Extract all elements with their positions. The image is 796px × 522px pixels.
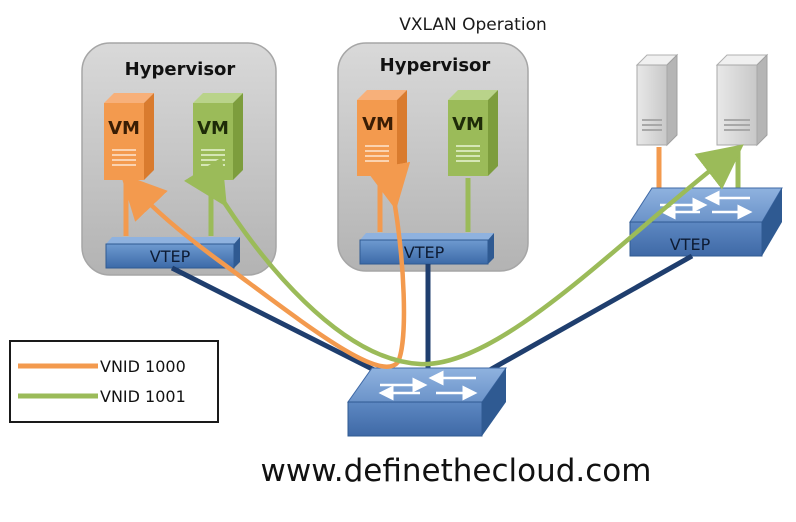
- hypervisor-2: Hypervisor VM VM VTEP: [337, 42, 529, 272]
- vm-1-green-label: VM: [197, 118, 229, 139]
- vm-2-green-label: VM: [452, 114, 484, 135]
- vm-1-green: VM: [193, 93, 243, 180]
- diagram-title: VXLAN Operation: [399, 15, 547, 35]
- core-switch: [347, 367, 507, 437]
- vtep-1-label: VTEP: [150, 247, 191, 266]
- vtep-1: VTEP: [105, 237, 240, 269]
- hypervisor-1-label: Hypervisor: [125, 59, 236, 80]
- legend-item-vnid-1001: VNID 1001: [18, 387, 186, 406]
- hypervisor-1: Hypervisor VM VM: [81, 42, 277, 276]
- footer-url: www.definethecloud.com: [261, 453, 652, 489]
- vnid-1000-tunnel: [120, 161, 411, 369]
- vm-2-green: VM: [448, 90, 498, 176]
- vm-1-orange: VM: [104, 93, 154, 180]
- legend-item-vnid-1000: VNID 1000: [18, 357, 186, 376]
- legend-label-vnid-1000: VNID 1000: [100, 357, 186, 376]
- vtep-2: VTEP: [359, 233, 494, 265]
- physical-server-2: [715, 53, 769, 147]
- vtep-2-label: VTEP: [404, 243, 445, 262]
- vm-2-orange: VM: [357, 90, 407, 176]
- physical-vtep-switch: VTEP: [629, 187, 783, 257]
- legend-label-vnid-1001: VNID 1001: [100, 387, 186, 406]
- physical-vtep-label: VTEP: [670, 235, 711, 254]
- physical-server-1: [635, 53, 679, 147]
- vm-2-orange-label: VM: [362, 114, 394, 135]
- hypervisor-2-label: Hypervisor: [380, 55, 491, 76]
- vm-1-orange-label: VM: [108, 118, 140, 139]
- vnid-1001-tunnel: [183, 144, 744, 367]
- legend: VNID 1000 VNID 1001: [9, 340, 219, 423]
